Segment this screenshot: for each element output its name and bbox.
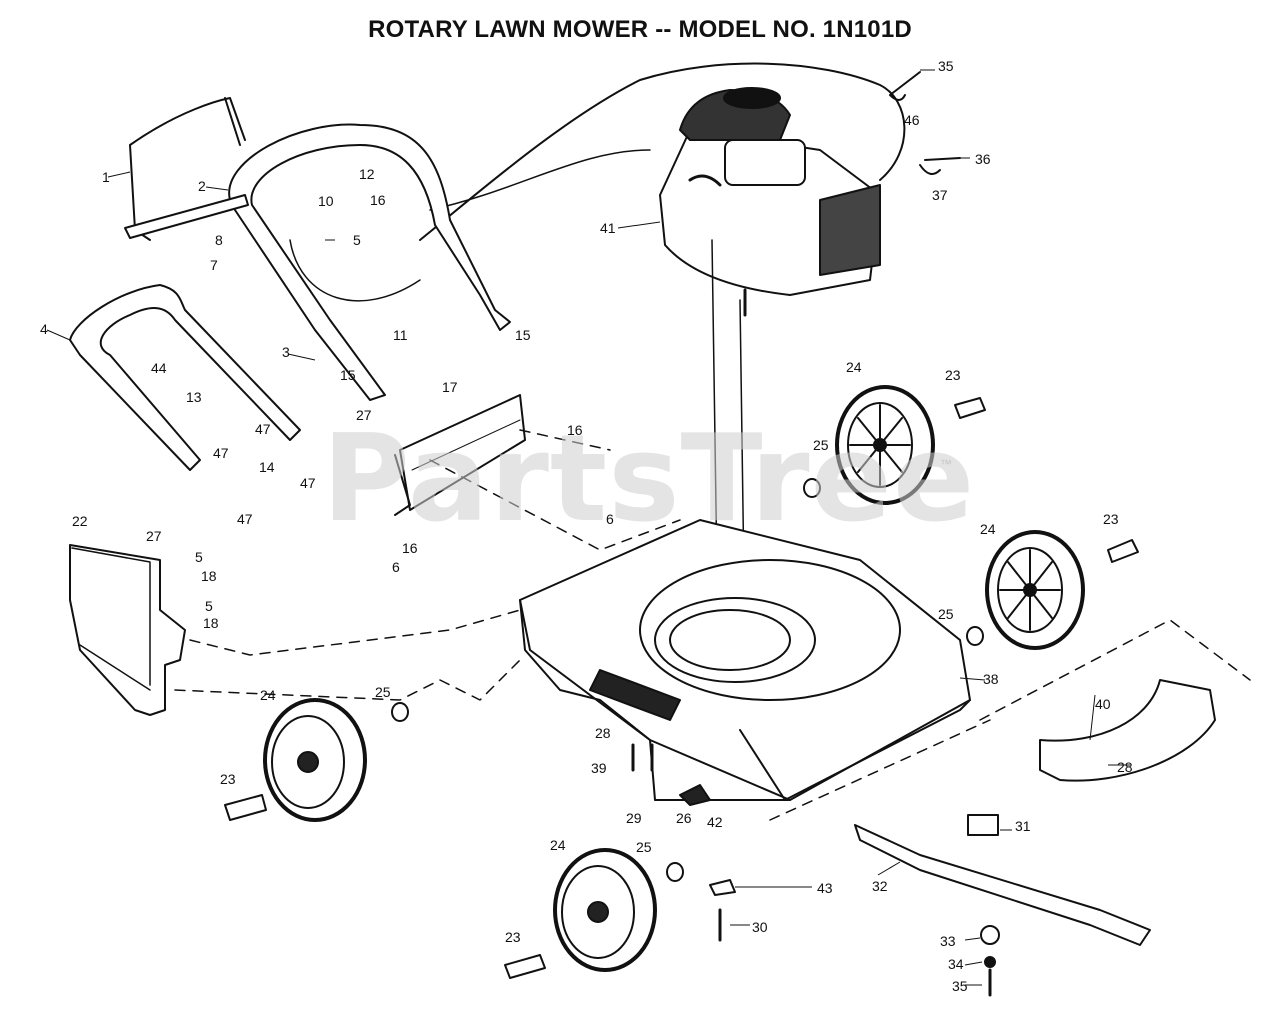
part-label-24: 24	[846, 359, 862, 375]
part-label-8: 8	[215, 232, 223, 248]
lower-handle	[69, 284, 301, 471]
part-labels: 1234555667810111213141515161616171818222…	[40, 58, 1133, 994]
engine	[659, 87, 881, 317]
part-label-25: 25	[636, 839, 652, 855]
part-label-11: 11	[393, 327, 408, 343]
cutting-blade	[854, 814, 1151, 946]
part-label-23: 23	[1103, 511, 1119, 527]
part-label-25: 25	[938, 606, 954, 622]
part-label-27: 27	[356, 407, 372, 423]
part-label-16: 16	[402, 540, 418, 556]
part-label-22: 22	[72, 513, 88, 529]
part-label-27: 27	[146, 528, 162, 544]
part-label-40: 40	[1095, 696, 1111, 712]
part-label-24: 24	[550, 837, 566, 853]
part-label-15: 15	[515, 327, 531, 343]
part-label-2: 2	[198, 178, 206, 194]
part-label-47: 47	[237, 511, 253, 527]
part-label-6: 6	[606, 511, 614, 527]
part-label-15: 15	[340, 367, 356, 383]
part-label-37: 37	[932, 187, 948, 203]
part-label-47: 47	[300, 475, 316, 491]
side-deflector	[1039, 679, 1216, 782]
part-label-47: 47	[213, 445, 229, 461]
part-label-23: 23	[505, 929, 521, 945]
part-label-28: 28	[1117, 759, 1133, 775]
part-label-14: 14	[259, 459, 275, 475]
part-label-18: 18	[203, 615, 219, 631]
part-label-13: 13	[186, 389, 202, 405]
part-label-34: 34	[948, 956, 964, 972]
part-label-33: 33	[940, 933, 956, 949]
part-label-31: 31	[1015, 818, 1031, 834]
wheel-rear-right	[835, 385, 935, 505]
rear-shield	[69, 544, 186, 716]
part-label-28: 28	[595, 725, 611, 741]
part-label-23: 23	[220, 771, 236, 787]
part-label-38: 38	[983, 671, 999, 687]
part-label-18: 18	[201, 568, 217, 584]
part-label-23: 23	[945, 367, 961, 383]
part-label-35: 35	[938, 58, 954, 74]
wheel-rear-left	[263, 698, 367, 822]
trademark-symbol: ™	[940, 457, 952, 471]
part-label-35: 35	[952, 978, 968, 994]
part-label-5: 5	[353, 232, 361, 248]
part-label-16: 16	[370, 192, 386, 208]
part-label-7: 7	[210, 257, 218, 273]
part-label-47: 47	[255, 421, 271, 437]
part-label-41: 41	[600, 220, 616, 236]
part-label-30: 30	[752, 919, 768, 935]
wheel-front-right	[985, 530, 1085, 650]
part-label-39: 39	[591, 760, 607, 776]
upper-handle	[228, 123, 511, 401]
part-label-17: 17	[442, 379, 458, 395]
part-label-25: 25	[813, 437, 829, 453]
part-label-29: 29	[626, 810, 642, 826]
part-label-10: 10	[318, 193, 334, 209]
part-label-42: 42	[707, 814, 723, 830]
part-label-12: 12	[359, 166, 375, 182]
part-label-24: 24	[260, 687, 276, 703]
engine-shroud	[419, 62, 906, 241]
diagram-title: ROTARY LAWN MOWER -- MODEL NO. 1N101D	[368, 16, 912, 43]
mower-deck	[519, 519, 971, 801]
part-label-44: 44	[151, 360, 167, 376]
part-label-46: 46	[904, 112, 920, 128]
part-label-43: 43	[817, 880, 833, 896]
grass-deflector	[394, 394, 526, 516]
part-label-1: 1	[102, 169, 110, 185]
part-label-24: 24	[980, 521, 996, 537]
part-label-32: 32	[872, 878, 888, 894]
part-label-36: 36	[975, 151, 991, 167]
part-label-5: 5	[205, 598, 213, 614]
wheel-front-left	[553, 848, 657, 972]
part-label-4: 4	[40, 321, 48, 337]
part-label-3: 3	[282, 344, 290, 360]
part-label-5: 5	[195, 549, 203, 565]
watermark: PartsTree	[322, 410, 976, 549]
control-cable	[289, 149, 651, 302]
part-label-6: 6	[392, 559, 400, 575]
part-label-26: 26	[676, 810, 692, 826]
part-label-25: 25	[375, 684, 391, 700]
part-label-16: 16	[567, 422, 583, 438]
